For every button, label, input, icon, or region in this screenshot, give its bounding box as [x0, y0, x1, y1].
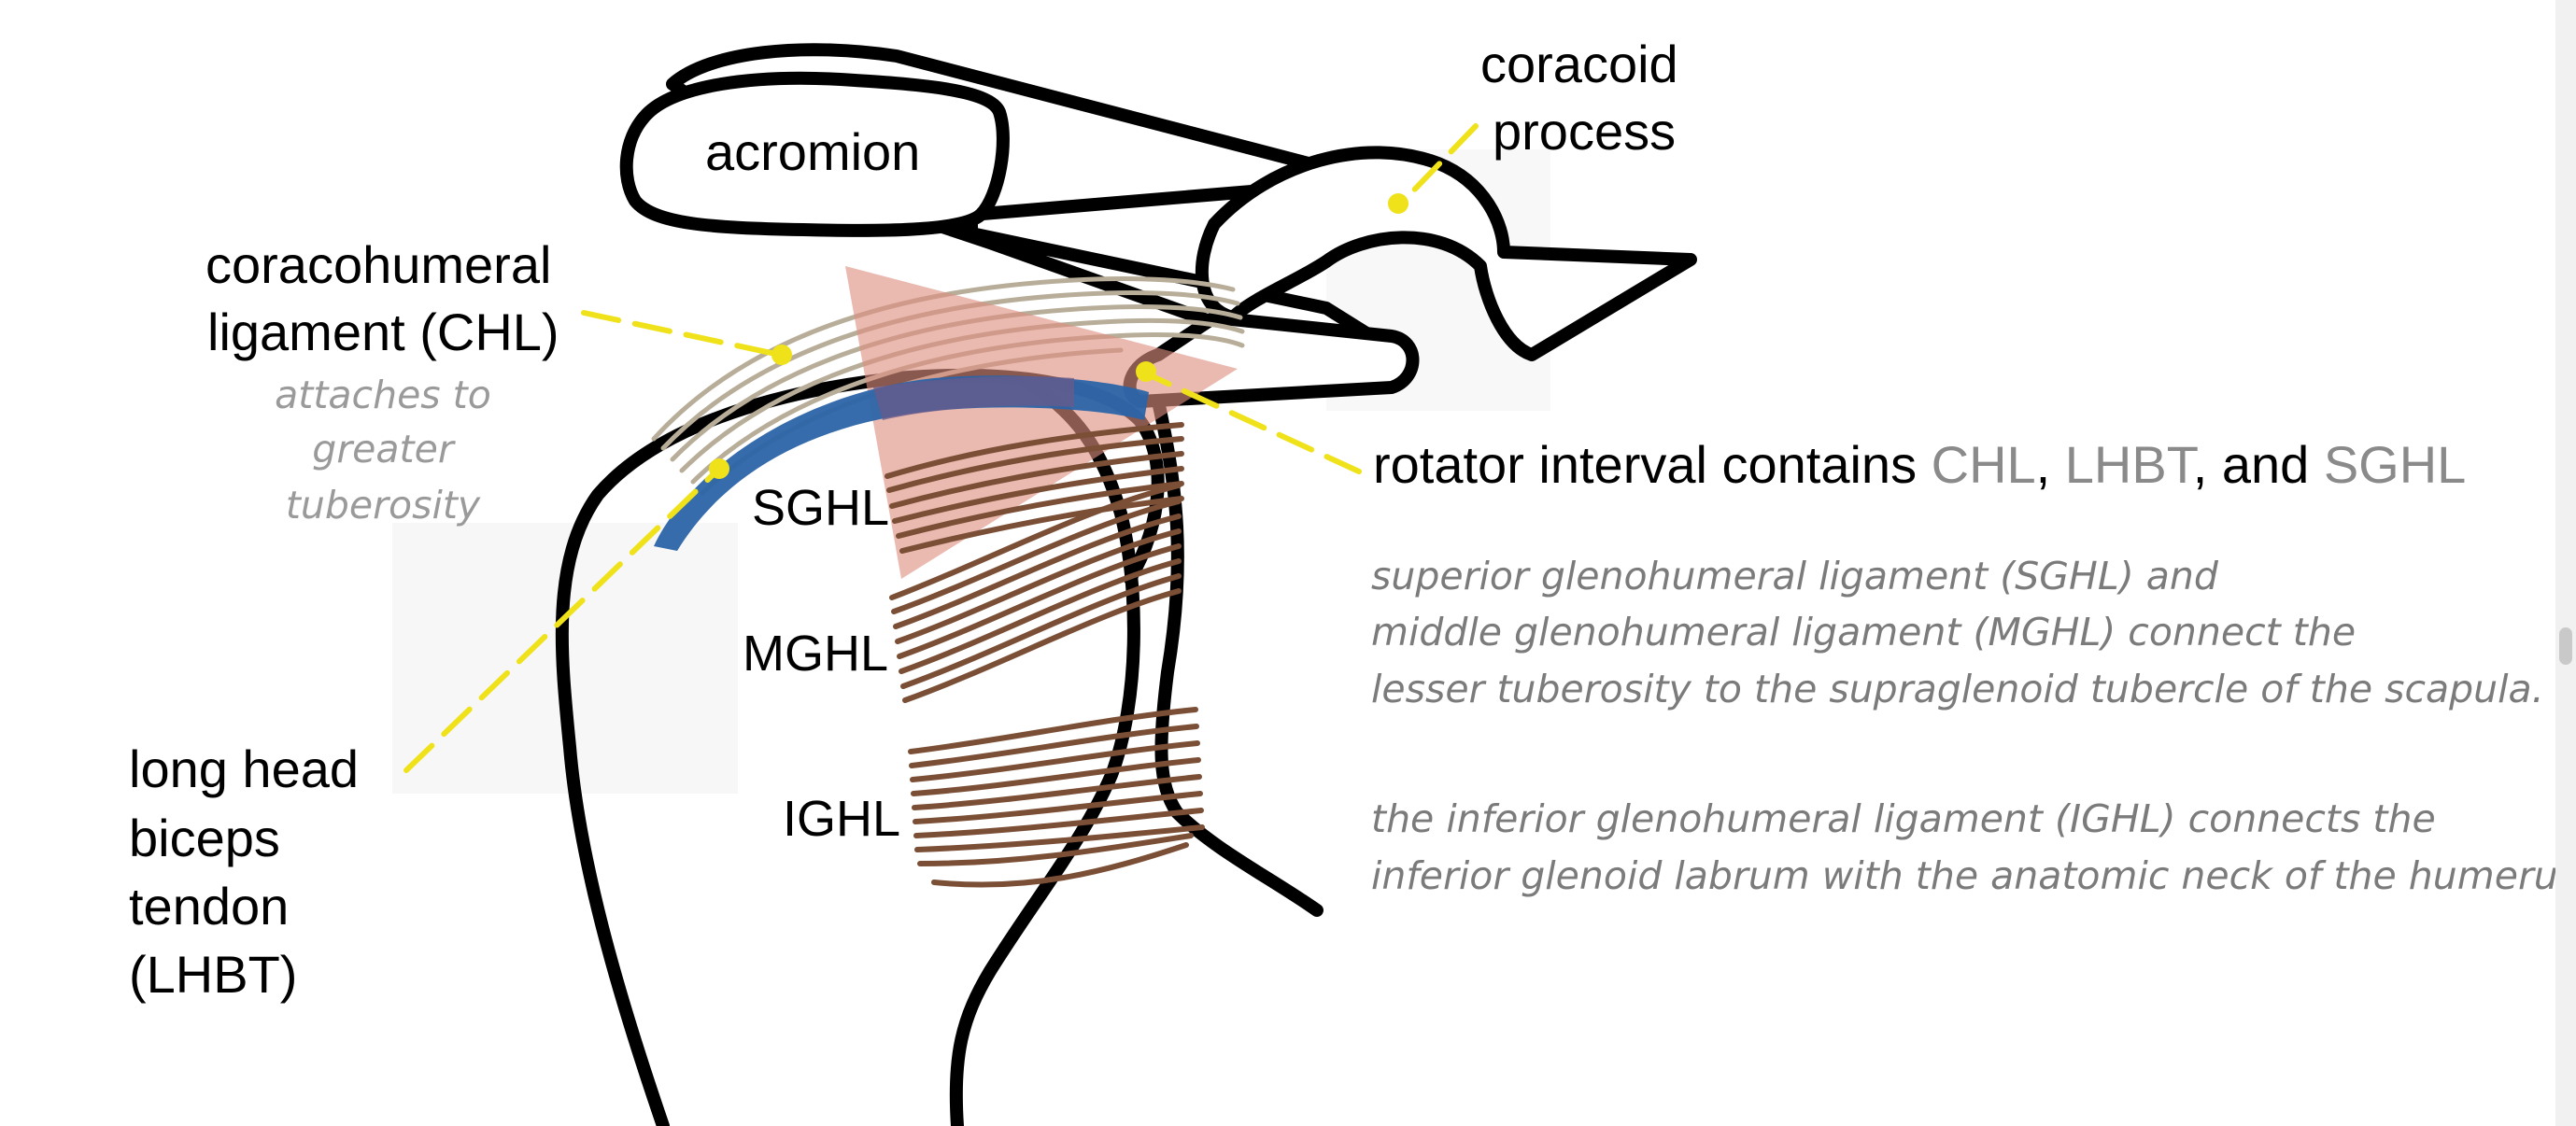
chl-leader-dot	[771, 345, 792, 365]
coracoid-label-line1: coracoid	[1480, 35, 1678, 93]
sghl-label: SGHL	[752, 480, 889, 536]
vertical-scrollbar[interactable]	[2555, 0, 2576, 1126]
ighl-label: IGHL	[783, 791, 900, 847]
acromion-shape	[619, 71, 1010, 237]
mghl-ligament	[889, 483, 1182, 703]
lhbt-label-line4: (LHBT)	[129, 945, 297, 1004]
rotator-interval-sep1: ,	[2036, 435, 2065, 494]
sghl-ligament	[885, 422, 1184, 554]
chl-leader	[581, 310, 783, 358]
coracoid-leader-dot	[1388, 193, 1408, 214]
leader-lines	[403, 123, 1479, 773]
acromion-label: acromion	[705, 122, 920, 181]
chl-note-line3: tuberosity	[286, 483, 481, 528]
rotator-interval-leader-dot	[1136, 361, 1156, 382]
scrollbar-track[interactable]	[2555, 0, 2576, 1126]
chl-label-line2: ligament (CHL)	[207, 303, 559, 361]
lhbt-label-line1: long head	[129, 739, 359, 798]
biceps-tendon-overlap	[873, 376, 1074, 420]
sghl-mghl-note-line3: lesser tuberosity to the supraglenoid tu…	[1371, 667, 2544, 711]
chl-label-line1: coracohumeral	[205, 235, 551, 294]
coracoid-leader	[1398, 123, 1479, 206]
lhbt-leader-dot	[709, 458, 729, 479]
ighl-ligament	[908, 707, 1205, 888]
rotator-interval-heading: rotator interval contains CHL, LHBT, and…	[1373, 435, 2466, 494]
rotator-interval-region	[845, 266, 1238, 579]
coracoid-label-line2: process	[1493, 102, 1676, 161]
chl-note-line1: attaches to	[275, 373, 491, 417]
humerus-shaft-right	[949, 376, 1140, 1126]
rotator-interval-sghl: SGHL	[2324, 435, 2467, 494]
chl-note-line2: greater	[312, 427, 456, 472]
lhbt-leader	[403, 466, 722, 773]
scrollbar-thumb[interactable]	[2559, 627, 2572, 665]
rotator-interval-prefix: rotator interval contains	[1373, 435, 1932, 494]
mghl-label: MGHL	[743, 626, 888, 682]
lhbt-label-line3: tendon	[129, 877, 289, 936]
rotator-interval-sep2: , and	[2193, 435, 2324, 494]
glenoid-rim	[1152, 395, 1323, 917]
ighl-note-line2: inferior glenoid labrum with the anatomi…	[1371, 853, 2576, 898]
sghl-mghl-note-line1: superior glenohumeral ligament (SGHL) an…	[1371, 554, 2219, 598]
rotator-interval-leader	[1143, 371, 1362, 474]
lhbt-label-line2: biceps	[129, 809, 280, 867]
rotator-interval-chl: CHL	[1932, 435, 2036, 494]
sghl-mghl-note-line2: middle glenohumeral ligament (MGHL) conn…	[1371, 610, 2356, 654]
ighl-note-line1: the inferior glenohumeral ligament (IGHL…	[1371, 796, 2436, 841]
rotator-interval-lhbt: LHBT	[2065, 435, 2198, 494]
